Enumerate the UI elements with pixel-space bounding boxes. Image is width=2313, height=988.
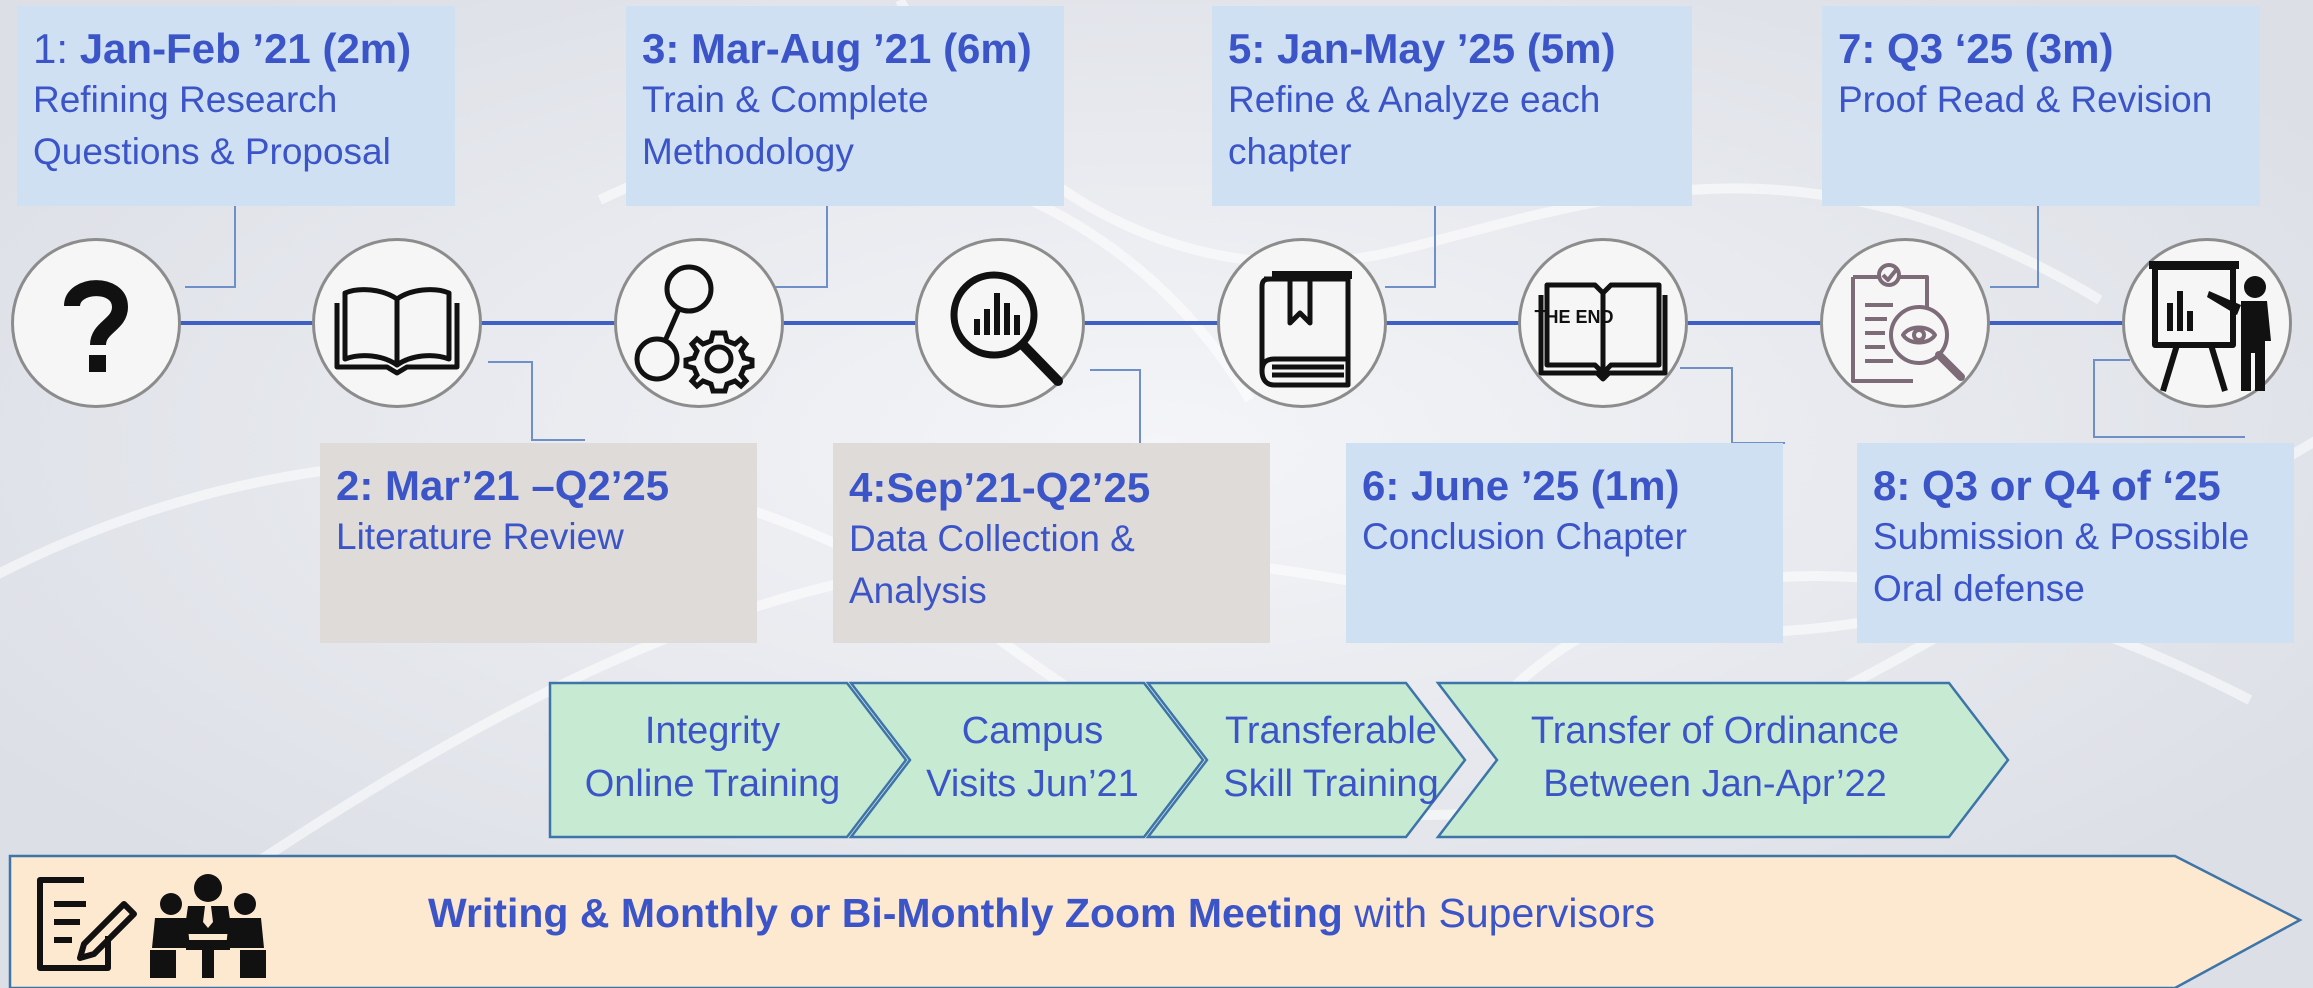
document-review-icon: [1851, 263, 1965, 383]
training-chevron-4: [1435, 681, 2010, 839]
milestone-title-7: 7: Q3 ‘25 (3m): [1838, 25, 2114, 72]
milestone-desc-6: Conclusion Chapter: [1362, 516, 1687, 557]
training-label-1: Integrity Online Training: [584, 710, 841, 805]
milestone-desc-7: Proof Read & Revision: [1838, 79, 2213, 120]
milestone-box-6: 6: June ’25 (1m) Conclusion Chapter: [1346, 443, 1783, 643]
milestone-circle-8: [2122, 238, 2292, 408]
bottom-banner-text: Writing & Monthly or Bi-Monthly Zoom Mee…: [428, 890, 1655, 937]
meeting-people-icon: [150, 874, 266, 978]
milestone-title-8: 8: Q3 or Q4 of ‘25: [1873, 462, 2221, 509]
bottom-banner-normal: with Supervisors: [1342, 890, 1655, 936]
milestone-desc-3: Train & Complete Methodology: [642, 79, 929, 172]
magnifier-chart-icon: [950, 271, 1063, 386]
connector-2: [488, 361, 585, 441]
milestone-circle-6: THE END: [1518, 238, 1688, 408]
milestone-desc-4: Data Collection & Analysis: [849, 518, 1135, 611]
milestone-box-8: 8: Q3 or Q4 of ‘25 Submission & Possible…: [1857, 443, 2294, 643]
milestone-box-7: 7: Q3 ‘25 (3m) Proof Read & Revision: [1822, 6, 2260, 206]
connector-1: [185, 205, 236, 288]
milestone-desc-2: Literature Review: [336, 516, 624, 557]
milestone-circle-2: [312, 238, 482, 408]
milestone-circle-7: [1820, 238, 1990, 408]
milestone-title-1: 1: Jan-Feb ’21 (2m): [33, 25, 412, 72]
the-end-book-icon: THE END: [1534, 282, 1668, 382]
training-chevron-2: [848, 681, 1205, 839]
milestone-circle-4: [915, 238, 1085, 408]
milestone-circle-3: [614, 238, 784, 408]
training-label-4: Transfer of Ordinance Between Jan-Apr’22: [1530, 710, 1900, 805]
writing-icon: [37, 877, 137, 971]
presentation-icon: [2149, 261, 2271, 392]
bottom-banner-bold: Writing & Monthly or Bi-Monthly Zoom Mee…: [428, 890, 1343, 936]
open-book-icon: [334, 287, 460, 376]
milestone-box-4: 4:Sep’21-Q2’25 Data Collection & Analysi…: [833, 443, 1270, 643]
milestone-box-3: 3: Mar-Aug ’21 (6m) Train & Complete Met…: [626, 6, 1064, 206]
milestone-desc-8: Submission & Possible Oral defense: [1873, 516, 2250, 609]
bottom-arrow: [8, 854, 2303, 988]
milestone-box-5: 5: Jan-May ’25 (5m) Refine & Analyze eac…: [1212, 6, 1692, 206]
training-chevron-3: [1145, 681, 1467, 839]
milestone-title-6: 6: June ’25 (1m): [1362, 462, 1680, 509]
training-label-3: Transferable Skill Training: [1223, 710, 1439, 805]
milestone-title-4: 4:Sep’21-Q2’25: [849, 464, 1151, 511]
connector-3: [770, 205, 828, 288]
closed-book-icon: [1259, 271, 1352, 388]
connector-8: [2093, 359, 2245, 438]
training-chevron-1: [548, 681, 908, 839]
milestone-desc-5: Refine & Analyze each chapter: [1228, 79, 1601, 172]
milestone-desc-1: Refining Research Questions & Proposal: [33, 79, 391, 172]
milestone-title-2: 2: Mar’21 –Q2’25: [336, 462, 670, 509]
question-mark-icon: [64, 280, 129, 372]
milestone-title-5: 5: Jan-May ’25 (5m): [1228, 25, 1616, 72]
milestone-box-1: 1: Jan-Feb ’21 (2m) Refining Research Qu…: [17, 6, 455, 206]
milestone-box-2: 2: Mar’21 –Q2’25 Literature Review: [320, 443, 757, 643]
milestone-title-3: 3: Mar-Aug ’21 (6m): [642, 25, 1032, 72]
milestone-circle-5: [1217, 238, 1387, 408]
gears-icon: [634, 264, 755, 394]
milestone-circle-1: [11, 238, 181, 408]
the-end-label: THE END: [1534, 307, 1613, 327]
training-label-2: Campus Visits Jun’21: [926, 710, 1139, 805]
